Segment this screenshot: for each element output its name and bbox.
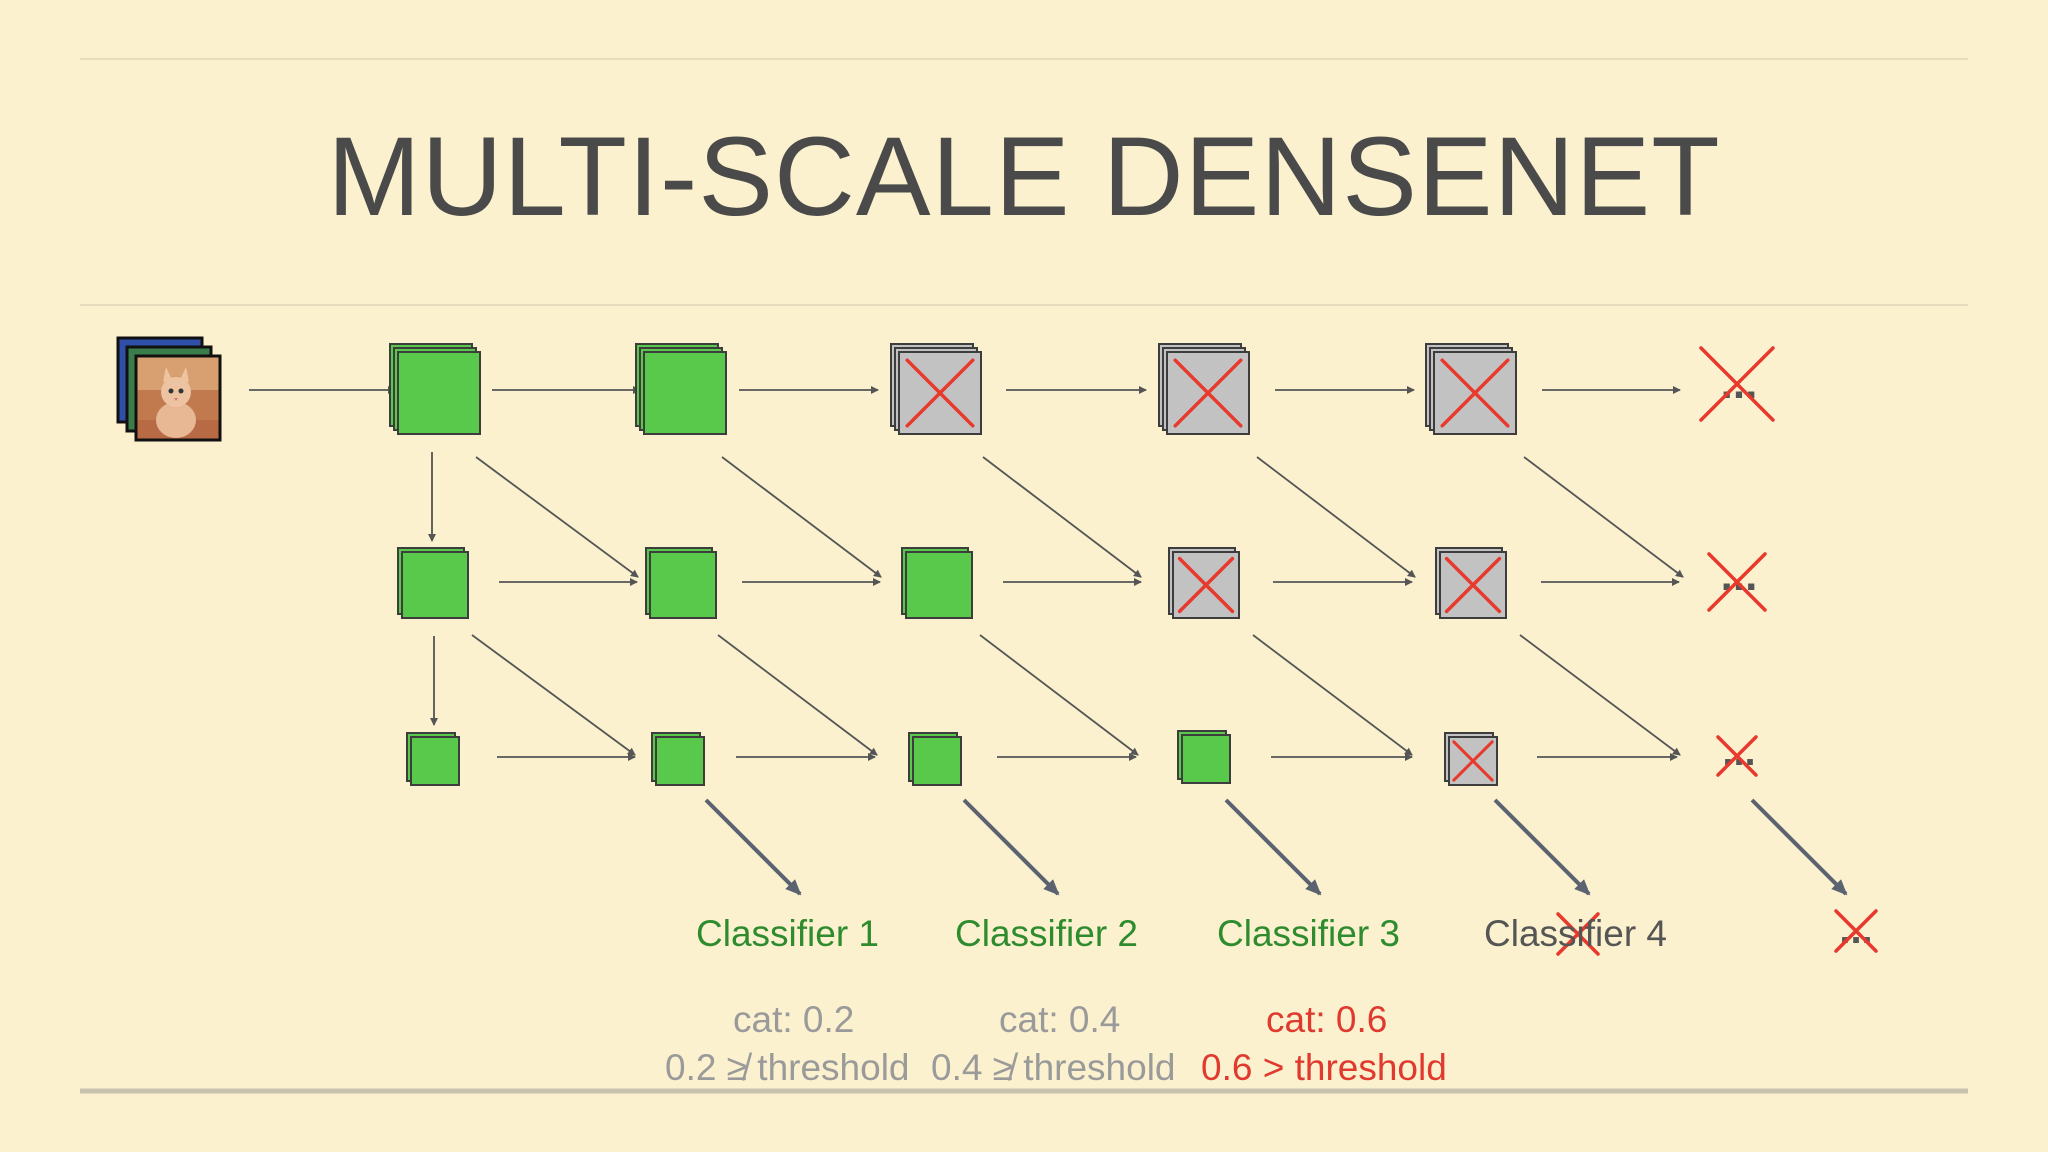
arrow-diag-1 — [475, 456, 639, 578]
feature-block-s3-c1 — [406, 732, 460, 786]
classifier-arrow-4 — [1493, 798, 1591, 896]
skip-cross-s1-c3 — [905, 358, 975, 428]
classifier-arrow-1 — [704, 798, 802, 896]
ellipsis-cross-row-2 — [1707, 552, 1767, 612]
feature-block-s1-c1 — [389, 343, 481, 435]
classifier-4-label: Classifier 4 — [1484, 913, 1667, 954]
connection-arrows — [249, 386, 1848, 896]
arrow-diag-7 — [717, 634, 878, 756]
arrow-diag-3 — [982, 456, 1142, 578]
feature-block-s3-c3 — [908, 732, 962, 786]
arrow-diag-4 — [1256, 456, 1416, 578]
arrow-diag-2 — [721, 456, 882, 578]
skip-cross-s1-c4 — [1173, 358, 1243, 428]
classifier-3-prob: cat: 0.6 — [1266, 999, 1388, 1040]
classifier-2-threshold-test: 0.4 ≱ threshold — [931, 1047, 1176, 1088]
classifier-1-label: Classifier 1 — [696, 913, 879, 954]
feature-block-s2-c1 — [397, 547, 469, 619]
classifier-arrow-2 — [962, 798, 1060, 896]
feature-block-s3-c4 — [1177, 730, 1231, 784]
classifier-1-threshold-test: 0.2 ≱ threshold — [665, 1047, 910, 1088]
classifier-2-prob: cat: 0.4 — [999, 999, 1121, 1040]
feature-block-s3-c2 — [651, 732, 705, 786]
classifier-1-prob: cat: 0.2 — [733, 999, 855, 1040]
skip-crosses — [905, 346, 1878, 956]
skip-cross-s2-c4 — [1177, 556, 1235, 614]
classifier-2-label: Classifier 2 — [955, 913, 1138, 954]
cat-photo-icon — [116, 336, 222, 442]
arrow-diag-5 — [1523, 456, 1684, 578]
classifier-arrow-3 — [1224, 798, 1322, 896]
arrow-diag-10 — [1519, 634, 1681, 756]
classifier-4-cross — [1556, 912, 1600, 956]
skip-cross-s2-c5 — [1444, 556, 1502, 614]
classifier-arrow-5 — [1750, 798, 1848, 896]
feature-blocks — [389, 343, 1517, 786]
arrow-diag-8 — [979, 634, 1139, 756]
ellipsis-cross-classifier — [1834, 909, 1878, 953]
classifier-3-label: Classifier 3 — [1217, 913, 1400, 954]
feature-block-s1-c2 — [635, 343, 727, 435]
ellipsis-cross-row-1 — [1699, 346, 1775, 422]
arrow-diag-9 — [1252, 634, 1413, 756]
feature-block-s2-c3 — [901, 547, 973, 619]
arrow-diag-6 — [471, 634, 636, 756]
skip-cross-s3-c5 — [1452, 740, 1494, 782]
ellipsis-cross-row-3 — [1716, 735, 1758, 777]
feature-block-s2-c2 — [645, 547, 717, 619]
page-title: MULTI-SCALE DENSENET — [327, 114, 1721, 239]
classifier-3-threshold-test: 0.6 > threshold — [1201, 1047, 1447, 1088]
skip-cross-s1-c5 — [1440, 358, 1510, 428]
